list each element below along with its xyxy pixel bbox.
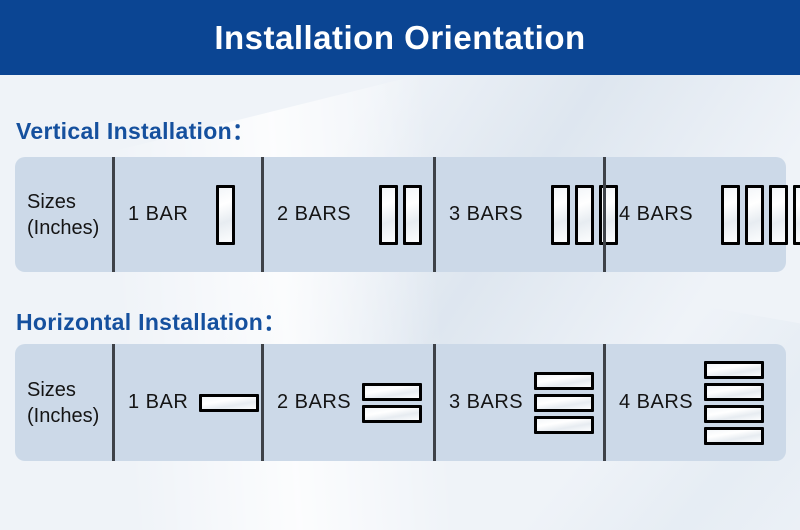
vertical-bar-shape [403, 184, 423, 245]
bar-cell-label: 3 BARS [449, 391, 524, 413]
vertical-installation-table: Sizes (Inches) 1 BAR 2 BARS 3 BARS 4 BAR… [15, 157, 800, 272]
bar-cell-2: 2 BARS [261, 157, 433, 272]
bar-cell-1: 1 BAR [112, 344, 261, 461]
sizes-header-line1: Sizes [27, 378, 76, 401]
horizontal-bar-shape [362, 382, 423, 401]
bar-cell-2: 2 BARS [261, 344, 433, 461]
horizontal-bar-shape [704, 382, 765, 401]
vertical-bar-shape [769, 184, 789, 245]
bar-cell-label: 1 BAR [128, 203, 189, 225]
horizontal-bar-shape [534, 371, 595, 390]
bars-graphic [199, 393, 260, 412]
vertical-bar-shape [575, 184, 595, 245]
section-heading-vertical: Vertical Installation： [16, 118, 256, 144]
sizes-header-line2: (Inches) [27, 216, 100, 239]
bars-graphic [704, 360, 765, 445]
vertical-bar-shape [721, 184, 741, 245]
bar-cell-label: 1 BAR [128, 391, 189, 413]
horizontal-bar-shape [362, 404, 423, 423]
bars-graphic [362, 382, 423, 423]
bars-graphic [721, 184, 800, 245]
bar-cell-3: 3 BARS [433, 157, 619, 272]
vertical-bar-shape [379, 184, 399, 245]
bar-cell-4: 4 BARS [603, 344, 786, 461]
horizontal-bar-shape [534, 415, 595, 434]
horizontal-bar-shape [199, 393, 260, 412]
bars-graphic [379, 184, 423, 245]
bars-graphic [216, 184, 236, 245]
horizontal-installation-table: Sizes (Inches) 1 BAR 2 BARS 3 BARS 4 BAR… [15, 344, 786, 461]
sizes-header-cell: Sizes (Inches) [15, 157, 112, 272]
title-banner: Installation Orientation [0, 0, 800, 75]
vertical-bar-shape [551, 184, 571, 245]
sizes-header-cell: Sizes (Inches) [15, 344, 112, 461]
bar-cell-label: 4 BARS [619, 391, 694, 413]
bar-cell-label: 4 BARS [619, 203, 694, 225]
bars-graphic [534, 371, 595, 434]
vertical-bar-shape [793, 184, 800, 245]
bar-cell-3: 3 BARS [433, 344, 603, 461]
vertical-bar-shape [216, 184, 236, 245]
vertical-bar-shape [745, 184, 765, 245]
bar-cell-4: 4 BARS [603, 157, 800, 272]
horizontal-bar-shape [534, 393, 595, 412]
horizontal-bar-shape [704, 404, 765, 423]
horizontal-bar-shape [704, 360, 765, 379]
bar-cell-1: 1 BAR [112, 157, 261, 272]
page-title: Installation Orientation [214, 18, 586, 56]
bar-cell-label: 2 BARS [277, 391, 352, 413]
horizontal-bar-shape [704, 426, 765, 445]
bar-cell-label: 2 BARS [277, 203, 352, 225]
section-heading-horizontal: Horizontal Installation： [16, 309, 287, 335]
sizes-header-line2: (Inches) [27, 404, 100, 427]
bar-cell-label: 3 BARS [449, 203, 524, 225]
sizes-header-line1: Sizes [27, 190, 76, 213]
